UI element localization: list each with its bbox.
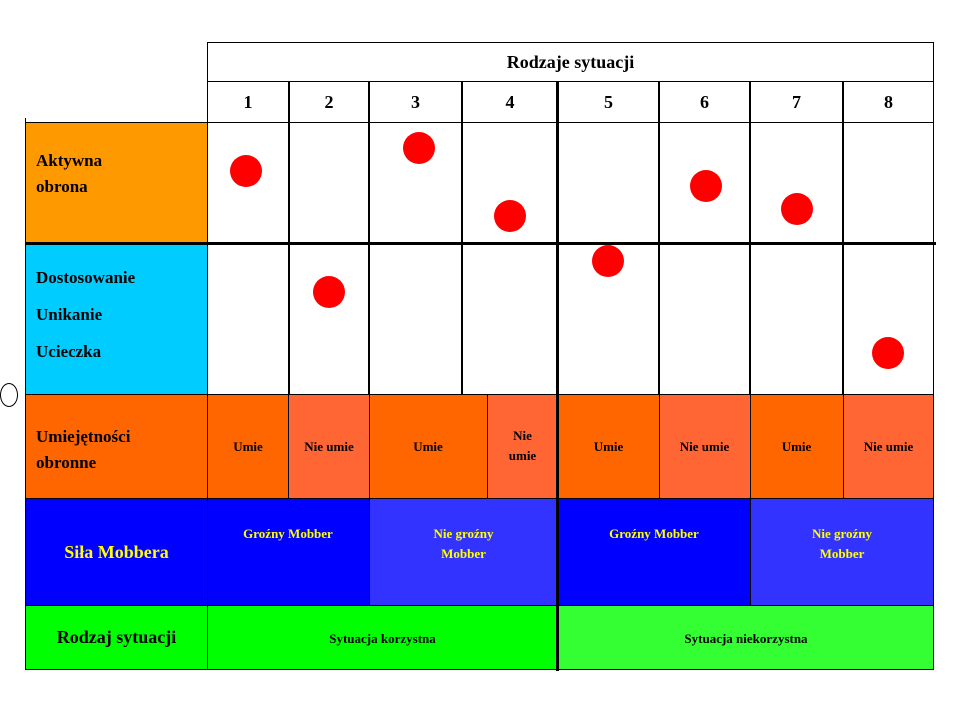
row-label-passive-line2: Unikanie [36,305,103,324]
column-header-6: 6 [700,91,709,112]
row-label-active-defense: Aktywna obrona [26,122,207,243]
row-label-skills-line2: obronne [36,453,97,472]
marker-col-6 [690,170,722,202]
grid-line [842,81,844,394]
grid-line [750,394,751,605]
grid-line [933,42,934,670]
grid-line [487,394,488,499]
skills-cell-4: Nie umie [487,394,558,499]
marker-col-2 [313,276,345,308]
grid-line [749,81,751,394]
skills-cell-8: Nie umie [843,394,934,499]
grid-line [461,81,463,394]
row-label-passive: Dostosowanie Unikanie Ucieczka [26,243,207,394]
column-header-4: 4 [505,91,515,112]
situation-cell-unfavorable: Sytuacja niekorzystna [558,605,934,669]
marker-col-1 [230,155,262,187]
grid-line [288,394,289,499]
row-label-passive-line3: Ucieczka [36,342,102,361]
row-label-skills-line1: Umiejętności [36,427,131,446]
row-label-situation-type: Rodzaj sytuacji [26,605,207,669]
row-label-active-line1: Aktywna [36,151,103,170]
grid-line [369,394,370,605]
column-header-5: 5 [604,91,613,112]
skills-cell-5: Umie [558,394,659,499]
row-label-skills: Umiejętności obronne [26,394,207,499]
grid-line [843,394,844,499]
grid-line [556,81,559,671]
row-label-passive-line1: Dostosowanie [36,268,136,287]
situation-cell-favorable: Sytuacja korzystna [207,605,558,669]
grid-line [25,605,934,606]
grid-line [659,394,660,499]
grid-line [368,81,370,394]
marker-col-7 [781,193,813,225]
header-title: Rodzaje sytuacji [207,42,934,82]
grid-line [207,42,208,670]
skills-cell-7: Umie [750,394,843,499]
strength-cell-3: Groźny Mobber [558,499,750,605]
grid-line [25,242,936,245]
circle-icon [0,383,18,407]
skills-cell-1: Umie [207,394,289,499]
column-header-8: 8 [884,91,893,112]
row-label-active-line2: obrona [36,177,88,196]
grid-line [25,122,934,123]
strength-cell-4: Nie groźny Mobber [750,499,934,605]
marker-col-3 [403,132,435,164]
marker-col-8 [872,337,904,369]
strength-cell-1: Groźny Mobber [207,499,369,605]
grid-line [288,81,290,394]
grid-line [658,81,660,394]
grid-line [25,669,934,670]
skills-cell-2: Nie umie [289,394,369,499]
skills-cell-6: Nie umie [659,394,750,499]
marker-col-4 [494,200,526,232]
grid-line [25,394,934,395]
column-header-7: 7 [792,91,801,112]
strength-cell-2: Nie groźny Mobber [369,499,558,605]
skills-cell-3: Umie [369,394,487,499]
column-header-2: 2 [324,91,334,112]
grid-line [25,498,934,499]
column-header-3: 3 [411,91,420,112]
column-header-1: 1 [243,91,253,112]
marker-col-5 [592,245,624,277]
row-label-strength: Siła Mobbera [26,499,207,605]
